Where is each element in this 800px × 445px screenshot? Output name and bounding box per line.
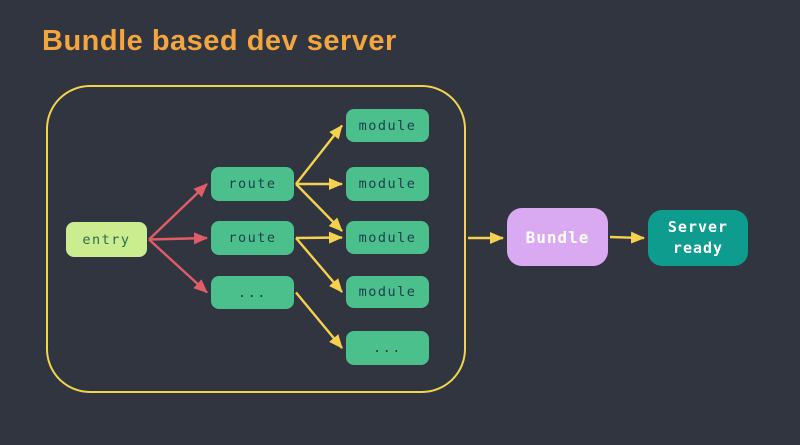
route-node-1: route: [211, 167, 294, 201]
module-node-2: module: [346, 167, 429, 201]
module-more-node: ...: [346, 331, 429, 365]
route-more-node: ...: [211, 276, 294, 309]
module-node-1: module: [346, 109, 429, 142]
edge-bundle-server: [609, 231, 645, 244]
route-node-2: route: [211, 221, 294, 255]
dev-server-group-box: [46, 85, 466, 393]
server-ready-node: Server ready: [648, 210, 748, 266]
bundle-node: Bundle: [507, 208, 608, 266]
module-node-3: module: [346, 221, 429, 254]
module-node-4: module: [346, 276, 429, 308]
entry-node: entry: [66, 222, 147, 257]
page-title: Bundle based dev server: [42, 25, 397, 57]
